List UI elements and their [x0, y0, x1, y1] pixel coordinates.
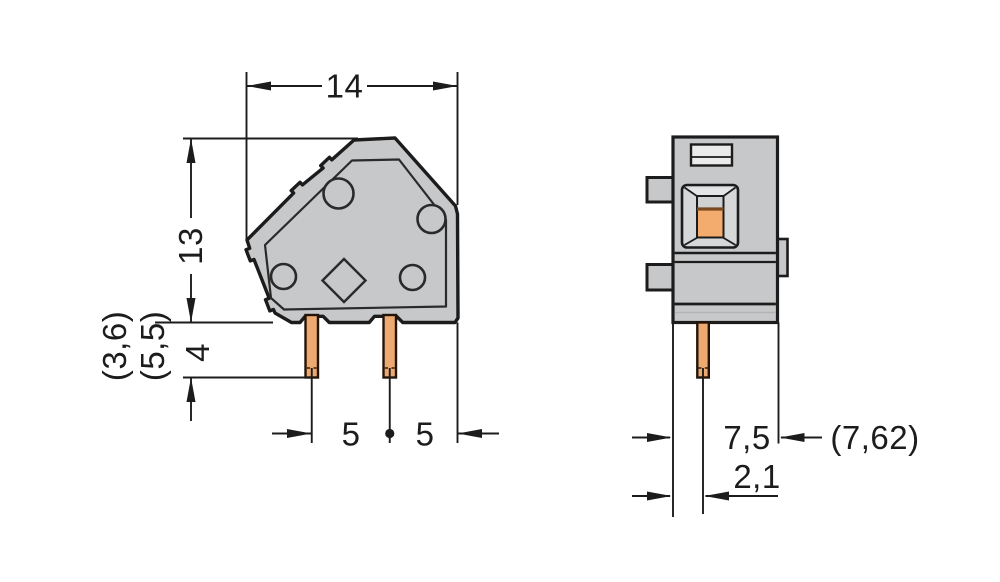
dim-depth-arrow-left [647, 433, 672, 442]
dim-height-label: 13 [172, 227, 209, 265]
dim-pitch-right-label: 5 [416, 416, 435, 453]
dim-pin-offset-21: 2,1 [632, 458, 780, 501]
side-clamp-top-bevel [684, 187, 736, 197]
front-hole-top-left [322, 177, 355, 210]
side-clamp-bevel-edge-tr [722, 186, 737, 198]
dim-depth-arrow-right [780, 433, 805, 442]
side-tab-lower [645, 263, 677, 292]
side-tab-upper [645, 176, 677, 204]
dim-pin-length-4: 4 (5,5) (3,6) [96, 311, 308, 421]
front-view [244, 136, 460, 379]
dim-pitch-arrow-right [457, 429, 482, 438]
dim-depth-label: 7,5 [723, 419, 770, 456]
side-view [645, 135, 789, 379]
dim-pin-offset-arrow-left [647, 491, 672, 501]
dim-pin-length-alt-b-label: (5,5) [134, 311, 171, 381]
side-test-slot-frame [689, 143, 734, 167]
dim-height-arrow-top [186, 138, 196, 163]
front-hole-top-right [416, 203, 447, 235]
dim-pitch-left-label: 5 [342, 416, 361, 453]
dim-width-arrow-left [246, 81, 271, 91]
side-clamp-bevel-edge-tl [683, 186, 699, 198]
dim-pin-offset-arrow-right [704, 491, 729, 501]
dim-depth-ref-label: (7,62) [830, 419, 919, 456]
dim-width-arrow-right [433, 81, 458, 91]
dim-pin-length-alt-a-label: (3,6) [96, 311, 133, 381]
side-dimensions: 7,5 (7,62) 2,1 [632, 322, 919, 517]
dim-pitch-5-5: 5 5 [272, 322, 499, 453]
side-clamp-opening [680, 183, 740, 249]
dim-width-14: 14 [245, 68, 459, 240]
front-hole-bottom-right [398, 263, 427, 292]
dim-depth-75: 7,5 (7,62) [632, 419, 919, 456]
dim-height-arrow-bottom [186, 298, 196, 323]
front-hole-bottom-left [269, 262, 298, 291]
side-clamp-spring [698, 210, 723, 237]
front-diamond-opening [320, 257, 368, 304]
dim-pitch-arrow-left [287, 429, 312, 438]
dim-pin-length-arrow [186, 377, 196, 402]
dim-height-13: 13 [155, 137, 358, 324]
side-test-slot [689, 143, 734, 167]
front-body-inner-line [263, 158, 448, 311]
side-clamp-bevel-edge-bl [684, 236, 698, 246]
dim-pin-offset-label: 2,1 [733, 458, 780, 495]
front-dimensions: 14 13 4 (5,5) (3,6) [96, 68, 499, 453]
dim-width-label: 14 [326, 68, 364, 105]
dim-pin-length-label: 4 [179, 343, 216, 362]
dim-pitch-chain-dot [385, 428, 395, 439]
side-clamp-bevel-edge-br [722, 236, 736, 246]
